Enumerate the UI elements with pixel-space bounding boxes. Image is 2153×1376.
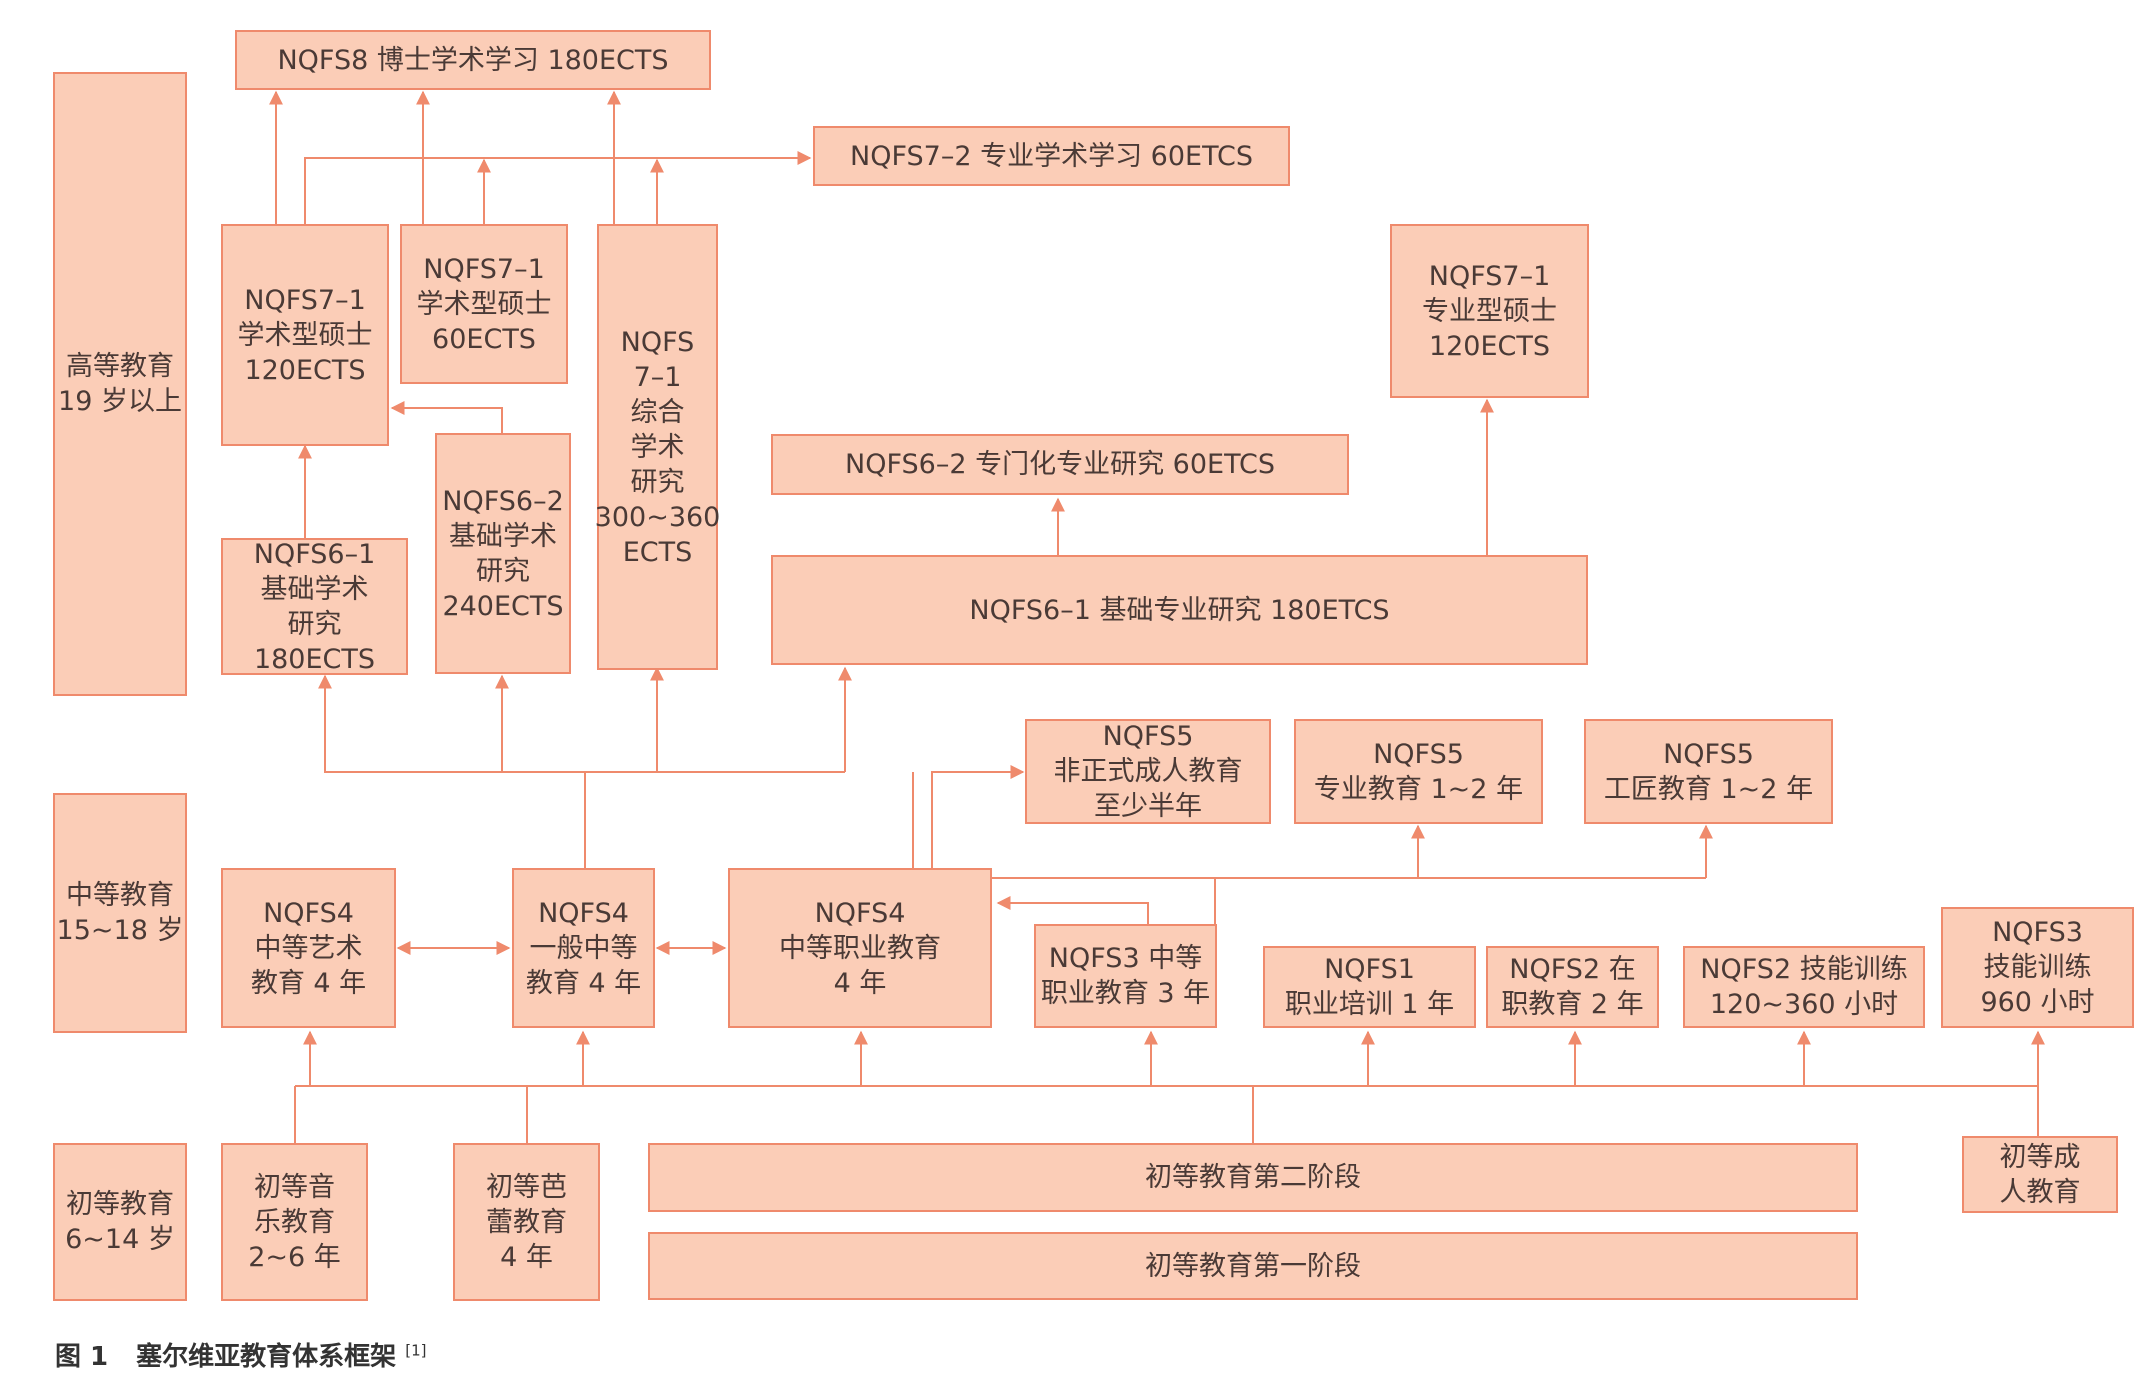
node-nqfs5-informal-adult: NQFS5 非正式成人教育 至少半年: [1025, 719, 1271, 824]
node-nqfs2-in-service: NQFS2 在 职教育 2 年: [1486, 946, 1659, 1028]
node-nqfs7-2-specialist-academic: NQFS7–2 专业学术学习 60ETCS: [813, 126, 1290, 186]
node-nqfs8-doctoral: NQFS8 博士学术学习 180ECTS: [235, 30, 711, 90]
node-nqfs7-1-integrated-academic: NQFS 7–1 综合 学术 研究 300~360 ECTS: [595, 224, 720, 670]
node-primary-ballet-education: 初等芭 蕾教育 4 年: [453, 1143, 600, 1301]
node-nqfs4-secondary-art: NQFS4 中等艺术 教育 4 年: [221, 868, 396, 1028]
node-nqfs3-skills-training: NQFS3 技能训练 960 小时: [1941, 907, 2134, 1028]
figure-caption: 图 1 塞尔维亚教育体系框架 [1]: [55, 1336, 426, 1373]
node-nqfs6-2-basic-academic: NQFS6–2 基础学术 研究 240ECTS: [435, 433, 571, 674]
node-nqfs6-2-specialized-professional: NQFS6–2 专门化专业研究 60ETCS: [771, 434, 1349, 495]
figure-reference: [1]: [405, 1341, 427, 1360]
node-nqfs1-vocational-training: NQFS1 职业培训 1 年: [1263, 946, 1476, 1028]
node-nqfs5-professional: NQFS5 专业教育 1~2 年: [1294, 719, 1543, 824]
node-nqfs2-skills-training: NQFS2 技能训练 120~360 小时: [1683, 946, 1925, 1028]
node-primary-stage-2: 初等教育第二阶段: [648, 1143, 1858, 1212]
node-nqfs4-secondary-vocational: NQFS4 中等职业教育 4 年: [728, 868, 992, 1028]
node-nqfs7-1-academic-master-60: NQFS7–1 学术型硕士 60ECTS: [400, 224, 568, 384]
level-label-primary-education: 初等教育 6~14 岁: [53, 1143, 187, 1301]
node-nqfs7-1-academic-master-120: NQFS7–1 学术型硕士 120ECTS: [221, 224, 389, 446]
node-nqfs7-1-professional-master: NQFS7–1 专业型硕士 120ECTS: [1390, 224, 1589, 398]
node-nqfs6-1-basic-academic: NQFS6–1 基础学术 研究 180ECTS: [221, 538, 408, 675]
node-nqfs3-secondary-vocational: NQFS3 中等 职业教育 3 年: [1034, 924, 1217, 1028]
level-label-secondary-education: 中等教育 15~18 岁: [53, 793, 187, 1033]
node-nqfs5-craftsman: NQFS5 工匠教育 1~2 年: [1584, 719, 1833, 824]
figure-label: 图 1: [55, 1342, 109, 1372]
node-primary-music-education: 初等音 乐教育 2~6 年: [221, 1143, 368, 1301]
node-nqfs4-general-secondary: NQFS4 一般中等 教育 4 年: [512, 868, 655, 1028]
figure-title: 塞尔维亚教育体系框架: [136, 1342, 397, 1372]
level-label-higher-education: 高等教育 19 岁以上: [53, 72, 187, 696]
node-primary-adult-education: 初等成 人教育: [1962, 1136, 2118, 1213]
node-primary-stage-1: 初等教育第一阶段: [648, 1232, 1858, 1300]
node-nqfs6-1-basic-professional: NQFS6–1 基础专业研究 180ETCS: [771, 555, 1588, 665]
